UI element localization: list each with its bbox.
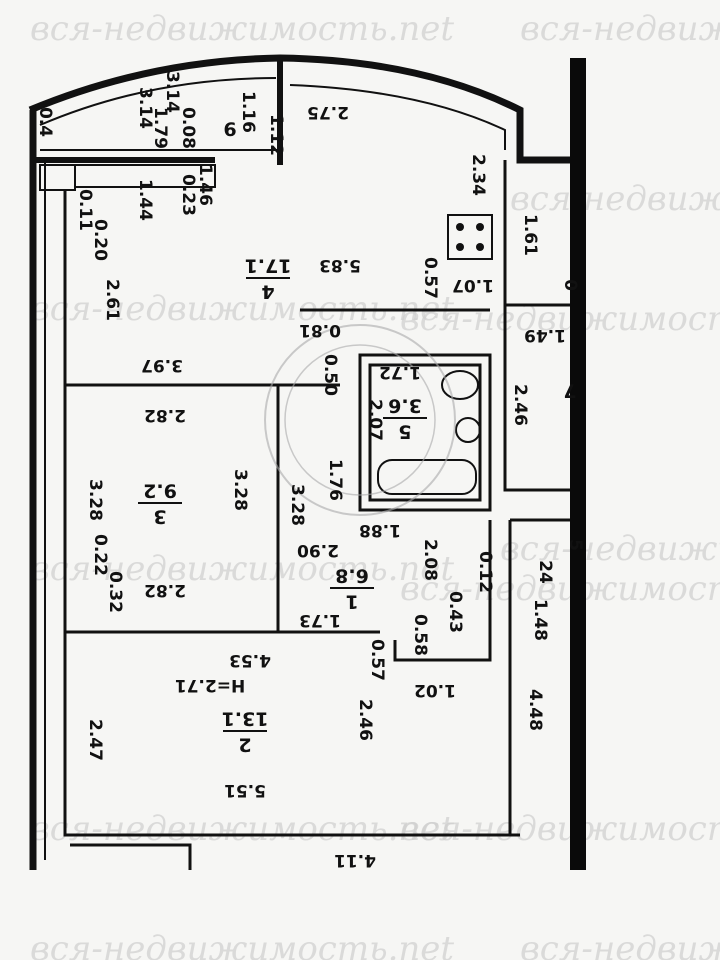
room-area: 17.1	[245, 255, 292, 277]
dimension-label: 2.08	[420, 539, 440, 581]
dimension-label: 0.50	[320, 354, 340, 396]
dimension-label: 3.14	[162, 71, 182, 113]
room-area: 6.8	[335, 565, 369, 587]
dimension-label: 0.32	[105, 571, 125, 613]
dimension-label: 1.72	[379, 362, 421, 382]
dimension-label: 5	[565, 539, 585, 551]
dimension-label: 1.73	[299, 610, 341, 630]
dimension-label: 0.08	[178, 107, 198, 149]
dimension-label: 2.82	[144, 580, 186, 600]
watermark-text: вся-недвижимость.net	[510, 179, 720, 219]
dimension-label: 1.44	[135, 179, 155, 221]
dimension-label: 2.46	[355, 699, 375, 741]
dimension-label: 3.97	[141, 355, 183, 375]
watermark-text: вся-недвижимость.net	[30, 809, 454, 849]
watermark-text: вся-недвижимость.net	[400, 569, 720, 609]
dimension-label: 3.28	[230, 469, 250, 511]
dimension-label: 0.23	[178, 174, 198, 216]
dimension-label: 0.81	[299, 320, 341, 340]
watermark-text: вся-недвижимость.net	[520, 9, 720, 49]
walls	[28, 54, 586, 870]
watermarks: вся-недвижимость.netвся-недвижимость.net…	[30, 9, 720, 960]
watermark-text: вся-недвижимость.net	[520, 929, 720, 960]
dimension-label: 0.57	[420, 257, 440, 299]
room-area: 3.6	[388, 395, 422, 417]
dimension-label: 4.48	[525, 689, 545, 731]
dimension-label: 3.14	[135, 87, 155, 129]
dimension-label: 5.83	[319, 255, 361, 275]
room-area: 13.1	[222, 708, 269, 730]
dimension-label: 3.28	[85, 479, 105, 521]
dimension-label: 0.11	[75, 189, 95, 231]
dimension-label: 1.02	[414, 680, 456, 700]
room-number: 2	[238, 734, 251, 756]
dimension-label: 1.16	[238, 91, 258, 133]
dimension-label: 1.49	[524, 325, 566, 345]
dimension-label: 5.51	[224, 780, 266, 800]
dimension-label: 3.28	[287, 484, 307, 526]
dimension-label: 0.20	[90, 219, 110, 261]
dimension-label: 1.48	[530, 599, 550, 641]
dimension-label: 0.12	[475, 551, 495, 593]
dimension-labels: 2.75 1.16 1.12 0.08 1.793.14 3.14 0.4 1.460.23 1…	[35, 71, 585, 870]
dimension-label: 0.4	[35, 107, 55, 137]
room-number: 9	[223, 118, 236, 140]
watermark-text: вся-недвижимость.net	[30, 929, 454, 960]
room-number: 4	[261, 281, 274, 303]
watermark-text: вся-недвижимость.net	[500, 529, 720, 569]
dimension-label: 1.46	[195, 164, 215, 206]
room-area: 9.2	[143, 480, 177, 502]
dimension-label: 2.34	[468, 154, 488, 196]
dimension-label: 1.07	[452, 275, 494, 295]
dimension-label: 1.88	[359, 520, 401, 540]
room-number: 7	[563, 380, 576, 402]
dimension-label: 1.76	[325, 459, 345, 501]
dimension-label: 2.90	[297, 540, 339, 560]
dimension-label: 2.07	[365, 399, 385, 441]
dimension-label: 1.61	[520, 214, 540, 256]
dimension-label: 4.11	[334, 850, 376, 870]
dimension-label: 2.82	[144, 405, 186, 425]
dimension-label: 1.12	[266, 114, 286, 156]
room-number: 5	[398, 421, 411, 443]
watermark-text: вся-недвижимость.net	[400, 809, 720, 849]
room-number: 1	[345, 591, 358, 613]
watermark-text: вся-недвижимость.net	[30, 549, 454, 589]
dimension-label: 24	[535, 560, 555, 584]
dimension-label: 2.75	[307, 102, 349, 122]
dimension-label: 1.79	[150, 107, 170, 149]
ceiling-height: H=2.71	[175, 675, 245, 695]
dimension-label: 4.53	[229, 650, 271, 670]
dimension-label: 0.57	[367, 639, 387, 681]
dimension-label: 2.46	[510, 384, 530, 426]
dimension-label: 2.61	[102, 279, 122, 321]
watermark-text: вся-недвижимость.net	[30, 9, 454, 49]
dimension-label: 2.47	[85, 719, 105, 761]
dimension-label: 0.22	[90, 534, 110, 576]
dimension-label: 0.58	[410, 614, 430, 656]
dimension-label: 0.43	[445, 591, 465, 633]
room-number: 3	[153, 506, 166, 528]
dimension-label: 0	[560, 279, 580, 291]
